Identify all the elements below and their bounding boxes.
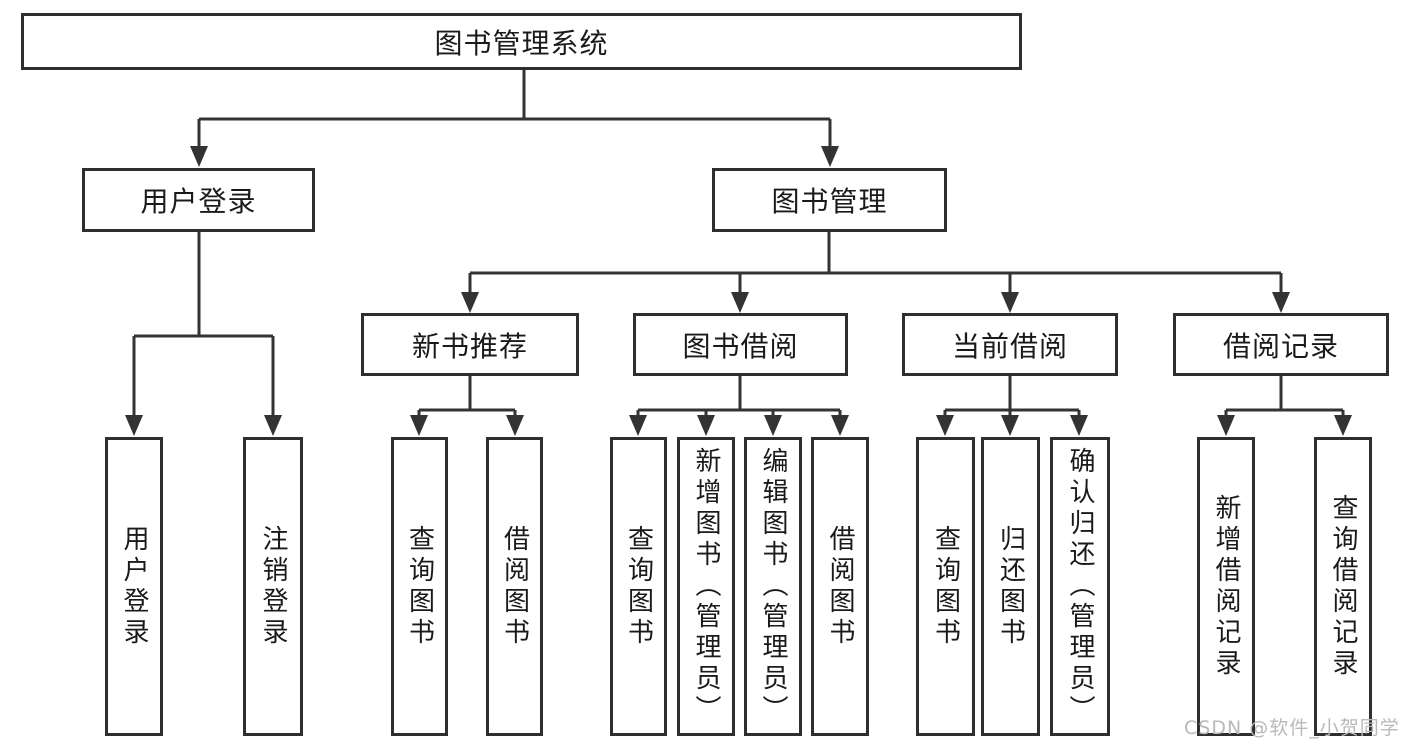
node-label: 新书推荐 xyxy=(411,329,528,363)
connector-borrow-records xyxy=(1224,375,1345,418)
leaf-query-books-current: 查询图书 xyxy=(916,437,975,736)
connector-root xyxy=(197,70,832,148)
node-label: 用户登录 xyxy=(140,185,257,218)
node-user-login: 用户登录 xyxy=(82,168,315,232)
leaf-borrow-books: 借阅图书 xyxy=(811,437,869,736)
node-label: 确认归还（管理员） xyxy=(1065,447,1095,726)
leaf-query-borrow-record: 查询借阅记录 xyxy=(1314,437,1372,736)
node-borrowing-records: 借阅记录 xyxy=(1173,313,1389,376)
node-book-borrowing: 图书借阅 xyxy=(633,313,848,376)
leaf-query-books-borrow: 查询图书 xyxy=(610,437,667,736)
node-library-management-system: 图书管理系统 xyxy=(21,13,1022,70)
node-label: 当前借阅 xyxy=(951,329,1068,363)
node-label: 用户登录 xyxy=(119,524,149,649)
leaf-add-books-admin: 新增图书（管理员） xyxy=(677,437,735,736)
connector-current-borrow xyxy=(943,375,1081,418)
node-current-borrowing: 当前借阅 xyxy=(902,313,1118,376)
leaf-borrow-books-recommend: 借阅图书 xyxy=(486,437,543,736)
node-label: 新增图书（管理员） xyxy=(691,447,721,726)
node-label: 借阅图书 xyxy=(825,524,855,649)
node-label: 归还图书 xyxy=(995,524,1026,649)
node-label: 注销登录 xyxy=(258,524,288,649)
leaf-query-books-recommend: 查询图书 xyxy=(391,437,448,736)
node-label: 图书管理系统 xyxy=(434,26,609,60)
connector-book-management xyxy=(468,232,1283,294)
arrowheads xyxy=(125,146,1352,436)
node-label: 查询图书 xyxy=(623,524,654,649)
connector-book-borrow xyxy=(636,375,842,418)
node-label: 图书管理 xyxy=(771,185,888,218)
watermark: CSDN @软件_小贺同学 xyxy=(1184,717,1400,739)
leaf-add-borrow-record: 新增借阅记录 xyxy=(1197,437,1255,736)
node-label: 查询借阅记录 xyxy=(1328,493,1358,680)
node-label: 查询图书 xyxy=(930,524,961,649)
node-label: 查询图书 xyxy=(404,524,435,649)
connector-user-login xyxy=(132,232,275,417)
leaf-user-login: 用户登录 xyxy=(105,437,163,736)
node-label: 新增借阅记录 xyxy=(1211,493,1241,680)
node-book-management: 图书管理 xyxy=(712,168,947,232)
leaf-confirm-return-admin: 确认归还（管理员） xyxy=(1050,437,1110,736)
node-label: 编辑图书（管理员） xyxy=(758,447,788,726)
node-new-book-recommendation: 新书推荐 xyxy=(361,313,579,376)
node-label: 借阅图书 xyxy=(499,524,530,649)
connector-new-book xyxy=(417,375,517,418)
leaf-logout: 注销登录 xyxy=(243,437,303,736)
node-label: 图书借阅 xyxy=(682,329,799,363)
leaf-return-books: 归还图书 xyxy=(981,437,1040,736)
leaf-edit-books-admin: 编辑图书（管理员） xyxy=(744,437,802,736)
node-label: 借阅记录 xyxy=(1222,329,1339,363)
